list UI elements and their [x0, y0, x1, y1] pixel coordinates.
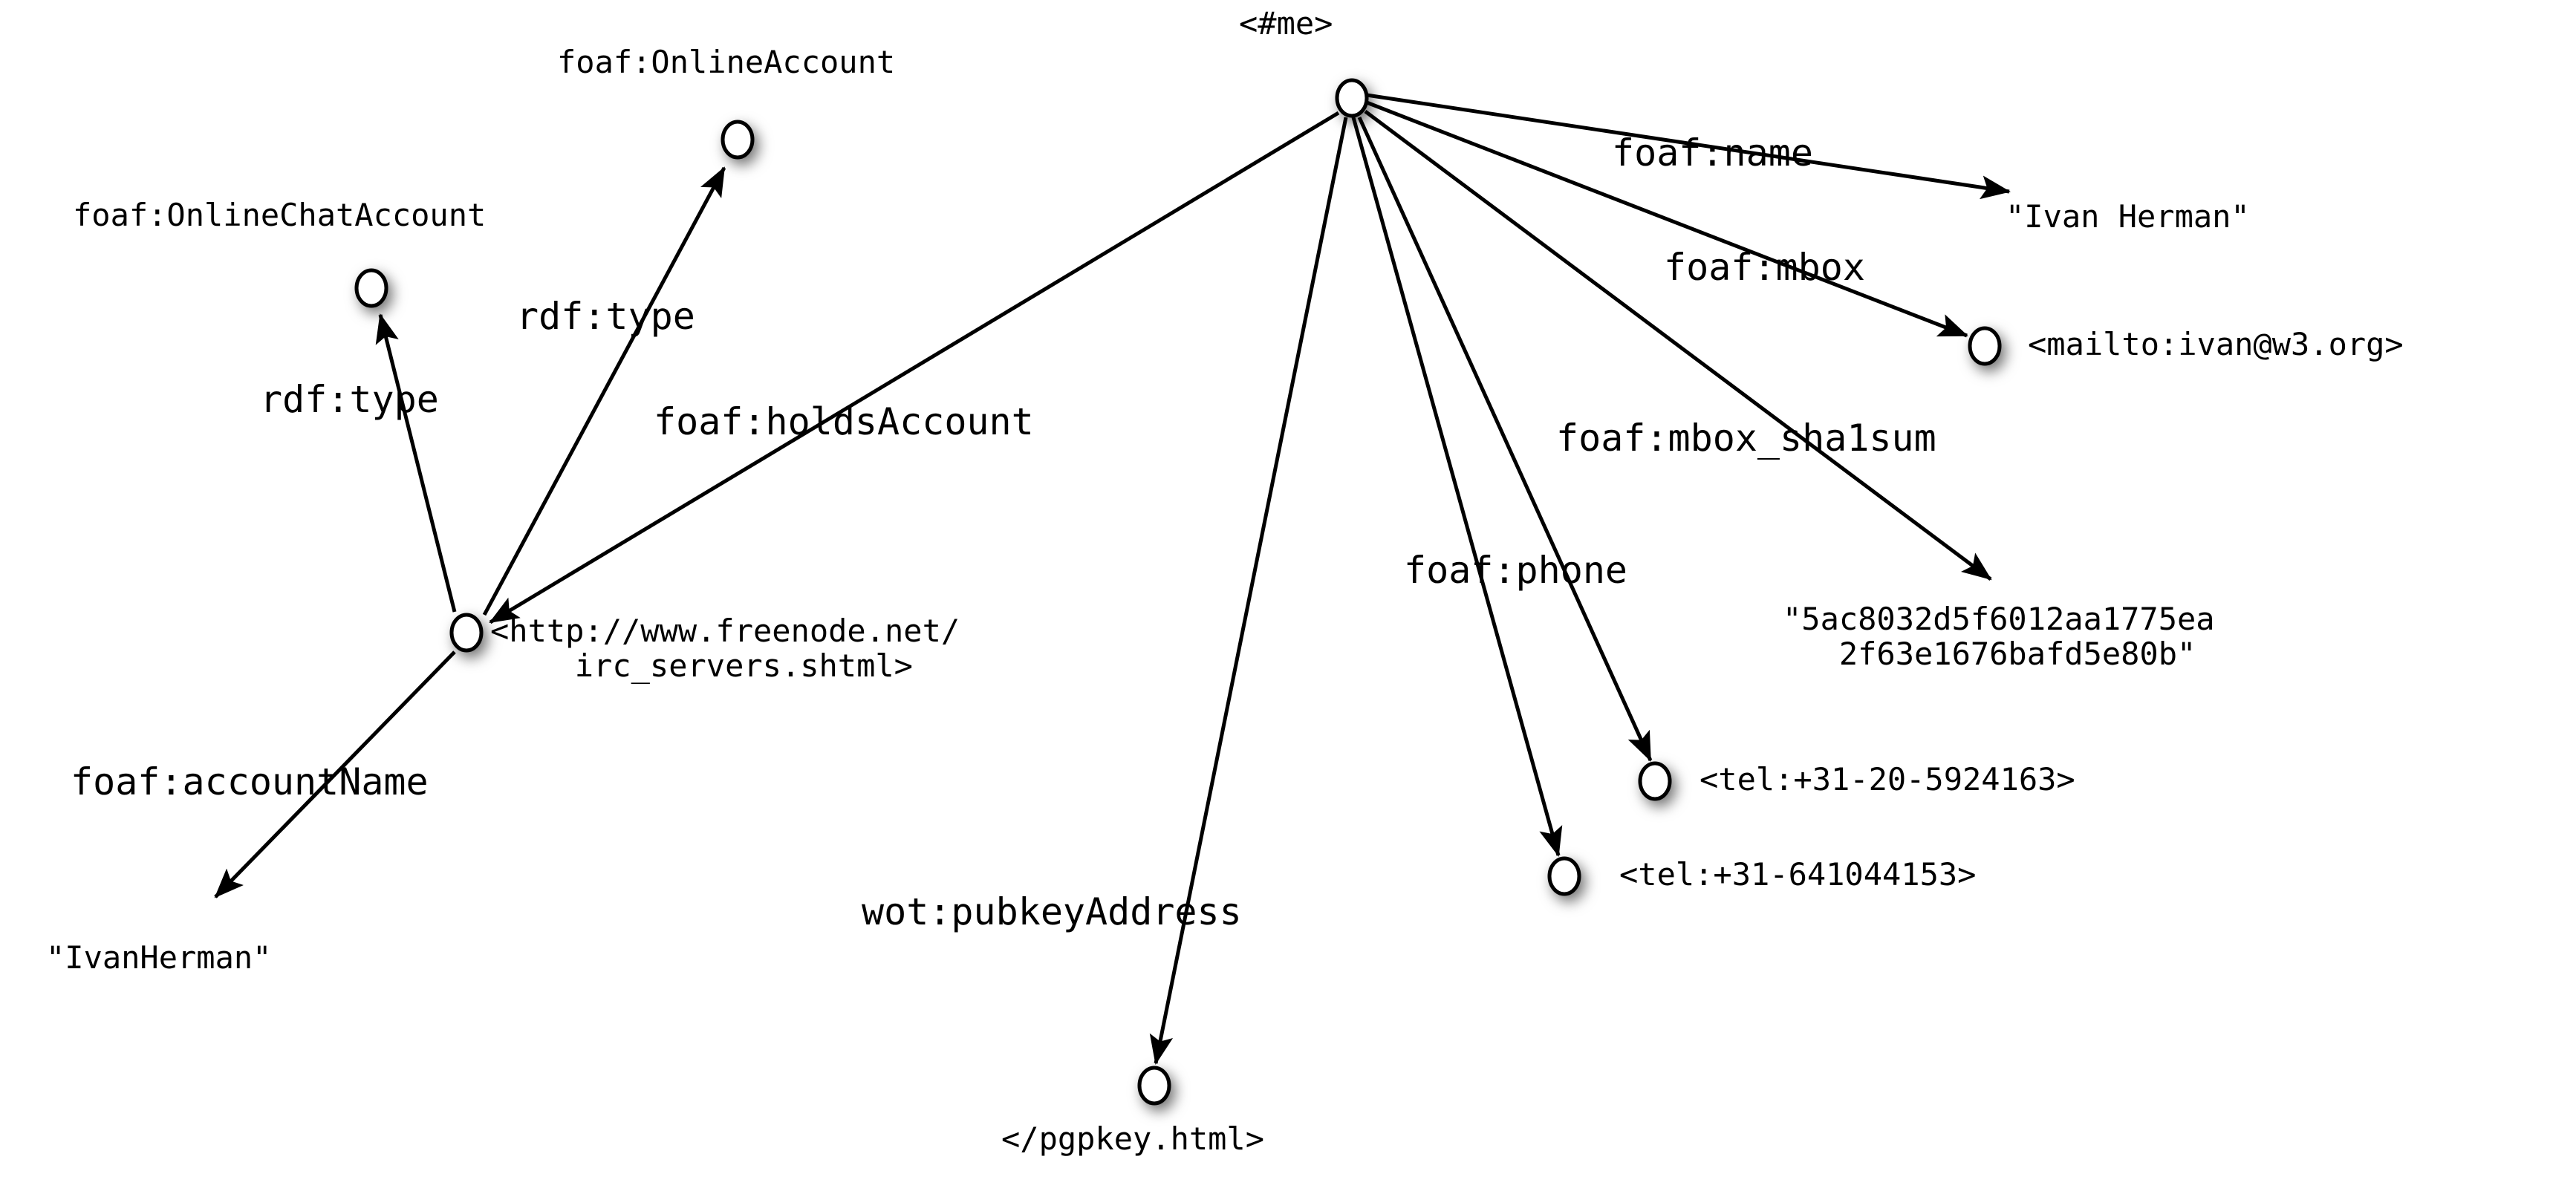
edge-label-e-name: foaf:name — [1612, 132, 1813, 174]
edge-label-e-accountname: foaf:accountName — [71, 761, 429, 803]
node-me[interactable] — [1335, 78, 1369, 118]
edge-e-holdsaccount — [489, 111, 1340, 624]
edge-label-e-mbox: foaf:mbox — [1664, 247, 1865, 288]
node-label-tel_office: <tel:+31-20-5924163> — [1700, 762, 2075, 797]
edge-label-e-holdsaccount-line-1: foaf:holdsAccount — [654, 400, 1034, 443]
node-label-ivan_herman_lit-line-1: "IvanHerman" — [46, 939, 272, 976]
node-tel_mobile[interactable] — [1547, 856, 1581, 896]
node-label-me: <#me> — [1239, 6, 1333, 41]
node-label-pgpkey-line-1: </pgpkey.html> — [1001, 1120, 1265, 1157]
node-label-ivan_herman_lit: "IvanHerman" — [46, 940, 271, 975]
edge-label-e-phone-office-line-1: foaf:phone — [1404, 549, 1628, 592]
node-label-tel_mobile: <tel:+31-641044153> — [1619, 857, 1976, 892]
edge-label-e-rdftype-chat-line-1: rdf:type — [260, 378, 439, 421]
edges-group — [214, 93, 2011, 1065]
node-label-pgpkey: </pgpkey.html> — [1001, 1121, 1264, 1156]
edge-e-phone-office — [1357, 116, 1653, 762]
node-label-sha1_lit: "5ac8032d5f6012aa1775ea 2f63e1676bafd5e8… — [1783, 601, 2215, 671]
node-label-tel_office-line-1: <tel:+31-20-5924163> — [1700, 761, 2075, 797]
node-freenode[interactable] — [449, 613, 484, 653]
node-label-online_account-line-1: foaf:OnlineAccount — [557, 44, 896, 80]
edge-e-rdftype-chat — [375, 313, 457, 613]
node-label-tel_mobile-line-1: <tel:+31-641044153> — [1619, 856, 1977, 893]
node-pgpkey[interactable] — [1137, 1066, 1171, 1106]
node-label-online_chat_account-line-1: foaf:OnlineChatAccount — [73, 197, 487, 233]
edge-label-e-rdftype-chat: rdf:type — [260, 379, 439, 420]
node-tel_office[interactable] — [1638, 761, 1672, 801]
edge-e-name — [1366, 93, 2011, 200]
edge-e-rdftype-account — [482, 166, 726, 616]
edge-label-e-mboxsha1-line-1: foaf:mbox_sha1sum — [1556, 417, 1936, 460]
node-label-online_chat_account: foaf:OnlineChatAccount — [73, 198, 486, 232]
node-label-freenode-line-1: <http://www.freenode.net/ — [490, 613, 960, 649]
edge-label-e-accountname-line-1: foaf:accountName — [71, 760, 429, 803]
nodes-group — [354, 78, 2002, 1106]
node-label-name_lit-line-1: "Ivan Herman" — [2006, 198, 2250, 235]
edge-e-pubkeyaddress — [1149, 117, 1348, 1065]
edge-label-e-phone-office: foaf:phone — [1404, 549, 1627, 591]
node-label-online_account: foaf:OnlineAccount — [557, 45, 895, 79]
edge-e-accountname — [214, 650, 456, 898]
edge-label-e-mbox-line-1: foaf:mbox — [1664, 246, 1865, 289]
node-label-name_lit: "Ivan Herman" — [2006, 199, 2250, 234]
edge-e-mbox — [1366, 100, 1968, 338]
node-online_account[interactable] — [721, 120, 755, 160]
node-label-me-line-1: <#me> — [1239, 5, 1333, 42]
edge-label-e-pubkeyaddress: wot:pubkeyAddress — [862, 891, 1242, 933]
edge-label-e-mboxsha1: foaf:mbox_sha1sum — [1556, 417, 1936, 459]
node-label-sha1_lit-line-1: "5ac8032d5f6012aa1775ea — [1783, 601, 2215, 637]
edge-label-e-name-line-1: foaf:name — [1612, 131, 1813, 174]
edge-e-phone-mobile — [1351, 117, 1563, 857]
node-label-freenode-line-2: irc_servers.shtml> — [537, 647, 913, 685]
node-label-mbox-line-1: <mailto:ivan@w3.org> — [2028, 326, 2404, 362]
node-label-freenode: <http://www.freenode.net/ irc_servers.sh… — [490, 613, 960, 683]
edge-label-e-rdftype-account-line-1: rdf:type — [516, 295, 695, 338]
edge-label-e-pubkeyaddress-line-1: wot:pubkeyAddress — [862, 890, 1242, 933]
edge-e-mboxsha1 — [1364, 109, 1992, 581]
node-label-sha1_lit-line-2: 2f63e1676bafd5e80b" — [1801, 636, 2196, 673]
edge-label-e-rdftype-account: rdf:type — [516, 296, 695, 337]
node-online_chat_account[interactable] — [354, 268, 388, 308]
node-mbox[interactable] — [1968, 326, 2002, 366]
edge-label-e-holdsaccount: foaf:holdsAccount — [654, 401, 1034, 443]
node-label-mbox: <mailto:ivan@w3.org> — [2028, 327, 2404, 362]
